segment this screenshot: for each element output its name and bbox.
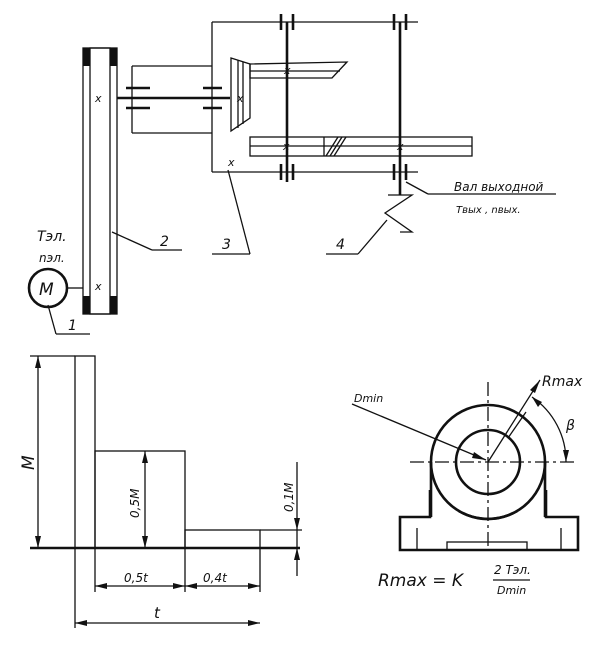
cross-mark: x (396, 140, 404, 153)
label-dmin: Dmin (354, 392, 383, 405)
cross-mark: x (94, 92, 102, 105)
output-shaft-coupling: 4 Вал выходной Tвых , nвых. (326, 180, 556, 255)
formula-denominator: Dmin (497, 584, 526, 597)
bearing-diagram: Dmin Rmax β Rmax = K 2 Tэл. Dmin (351, 374, 583, 597)
dim-half-height: 0,5M (128, 488, 142, 518)
shaft-bearings (279, 14, 408, 180)
dim-half-time: 0,5t (124, 571, 149, 585)
callout-2: 2 (160, 234, 169, 250)
load-diagram: M 0,5M 0,1M 0,5t 0,4t t (19, 355, 302, 628)
callout-4: 4 (336, 237, 345, 253)
belt-drive: x x (82, 47, 118, 315)
cross-mark: x (227, 156, 235, 169)
formula-numerator: 2 Tэл. (494, 563, 531, 577)
output-shaft-label: Вал выходной (454, 180, 544, 194)
output-params-label: Tвых , nвых. (456, 205, 521, 216)
dim-full-height: M (19, 455, 39, 470)
label-rmax: Rmax (542, 374, 583, 390)
motor-letter: M (39, 280, 54, 300)
input-shaft (117, 65, 230, 134)
callout-1: 1 (68, 318, 77, 334)
label-beta: β (565, 418, 575, 434)
dim-total-time: t (154, 604, 161, 622)
callout-3: 3 (222, 237, 231, 253)
cross-mark: x (94, 280, 102, 293)
electric-motor: M Tэл. nэл. 1 (27, 229, 90, 335)
dim-tenth-time: 0,4t (203, 571, 228, 585)
cross-mark: x (282, 140, 290, 153)
formula-lhs: Rmax = K (378, 571, 465, 591)
spur-gear-pair: x x (249, 136, 473, 157)
drive-scheme: x x M Tэл. nэл. 1 2 (27, 14, 556, 335)
bevel-gear-pair: x x (230, 57, 349, 133)
motor-speed-label: nэл. (39, 251, 65, 265)
motor-torque-label: Tэл. (37, 229, 67, 245)
dim-tenth-height: 0,1M (282, 482, 296, 512)
cross-mark: x (236, 92, 244, 105)
gearbox-housing: 3 x (211, 21, 418, 255)
